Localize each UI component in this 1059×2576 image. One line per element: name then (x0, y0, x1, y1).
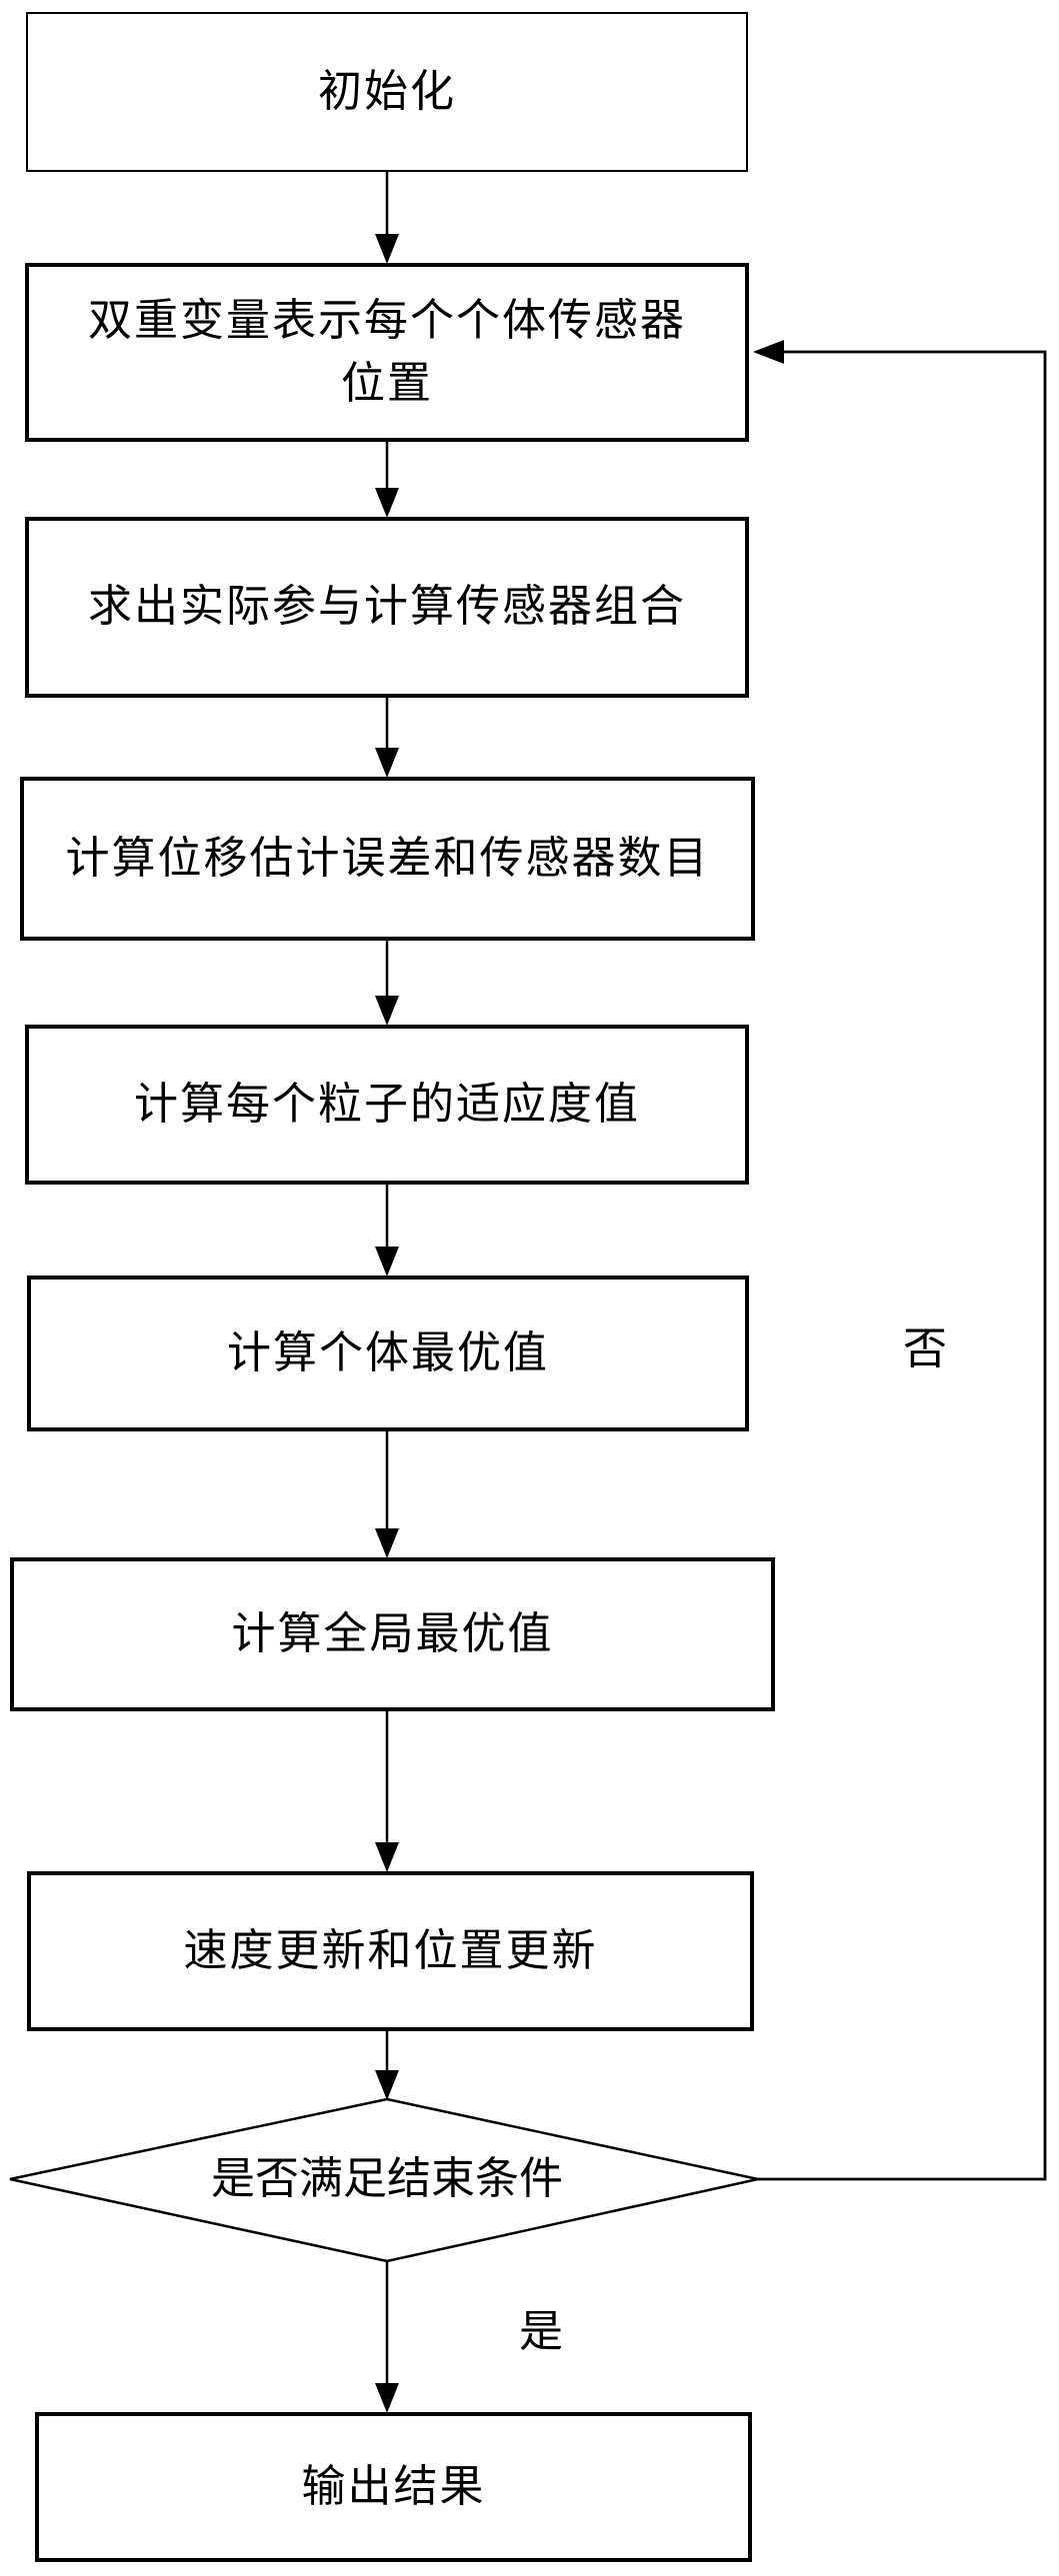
arrowhead-into-update (375, 1842, 399, 1872)
arrowhead-feedback-into-encode (753, 340, 784, 364)
flow-node-encode-label: 双重变量表示每个个体传感器 位置 (88, 296, 686, 408)
arrowhead-into-terminate (375, 2070, 399, 2100)
flow-node-error-label: 计算位移估计误差和传感器数目 (65, 833, 710, 883)
flow-node-gbest-label: 计算全局最优值 (231, 1608, 554, 1658)
flow-node-gbest: 计算全局最优值 (10, 1557, 775, 1711)
arrowhead-into-output (375, 2383, 399, 2413)
flow-node-output: 输出结果 (35, 2412, 752, 2562)
flow-node-output-label: 输出结果 (301, 2461, 486, 2511)
flow-node-init: 初始化 (26, 12, 748, 172)
flow-node-fitness: 计算每个粒子的适应度值 (25, 1025, 749, 1185)
branch-label-yes: 是 (519, 2306, 563, 2356)
arrowhead-into-gbest (375, 1528, 399, 1558)
flow-node-terminate-label: 是否满足结束条件 (211, 2153, 563, 2203)
flow-node-encode: 双重变量表示每个个体传感器 位置 (25, 263, 749, 442)
flow-node-update-label: 速度更新和位置更新 (183, 1925, 598, 1975)
arrowhead-into-error (375, 748, 399, 778)
arrowhead-into-fitness (375, 996, 399, 1026)
flow-node-combination: 求出实际参与计算传感器组合 (25, 517, 749, 698)
arrowhead-into-encode (375, 234, 399, 264)
flow-node-fitness-label: 计算每个粒子的适应度值 (134, 1079, 640, 1129)
flow-node-combination-label: 求出实际参与计算传感器组合 (88, 582, 686, 632)
flow-node-pbest: 计算个体最优值 (27, 1276, 749, 1431)
flow-node-update: 速度更新和位置更新 (27, 1871, 754, 2031)
branch-label-no: 否 (903, 1323, 947, 1373)
arrowhead-into-combination (375, 488, 399, 518)
flow-node-init-label: 初始化 (318, 66, 456, 116)
arrowhead-into-pbest (375, 1247, 399, 1277)
flow-node-pbest-label: 计算个体最优值 (227, 1327, 549, 1377)
edge-feedback-no-loop (758, 350, 1047, 2181)
flow-node-error: 计算位移估计误差和传感器数目 (20, 777, 755, 941)
